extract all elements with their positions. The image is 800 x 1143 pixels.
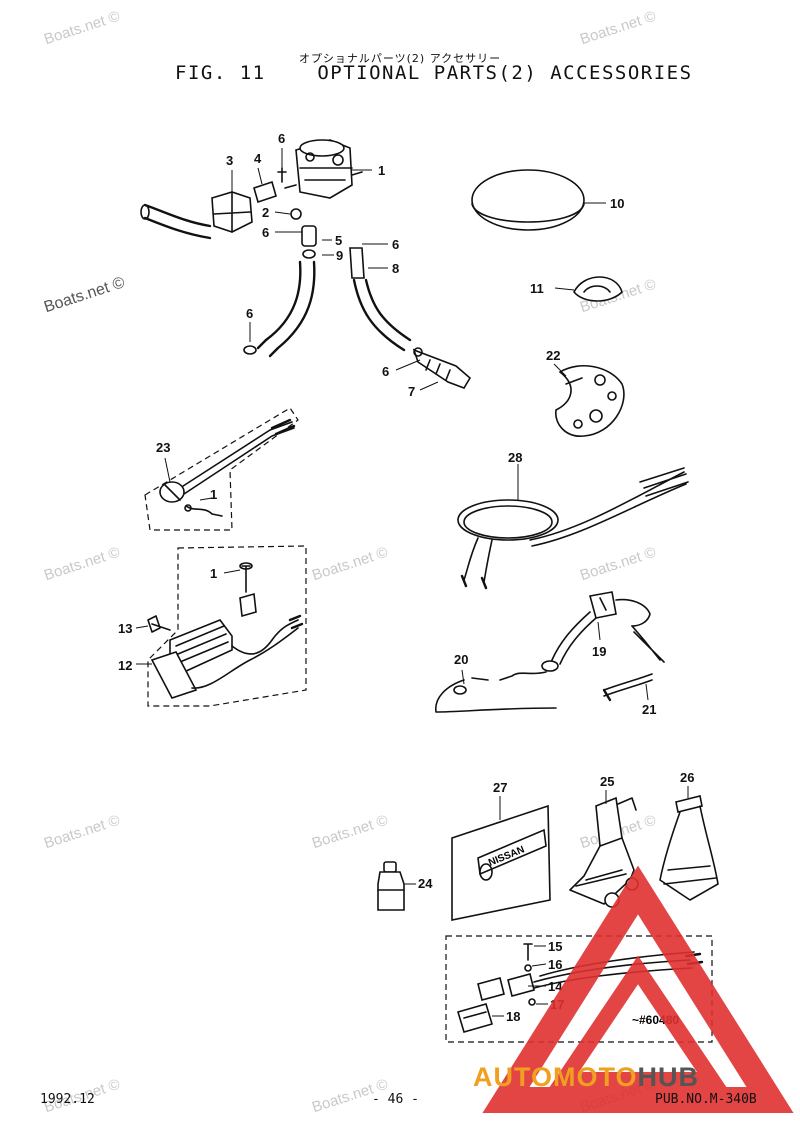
callout-2: 2 [262, 205, 269, 220]
callout-28: 28 [508, 450, 522, 465]
brand-logo-triangle [482, 865, 794, 1113]
callout-11: 11 [530, 281, 544, 296]
brand-logo: AUTOMOTOHUB [473, 1062, 699, 1093]
stand-26 [659, 786, 719, 901]
manual-27: NISSAN [451, 796, 551, 921]
part-22 [553, 363, 625, 437]
callout-1: 1 [210, 566, 217, 581]
callout-1: 1 [378, 163, 385, 178]
callout-12: 12 [118, 658, 132, 673]
callout-6: 6 [382, 364, 389, 379]
callout-26: 26 [680, 770, 694, 785]
callout-4: 4 [254, 151, 262, 166]
callout-9: 9 [336, 248, 343, 263]
callout-7: 7 [408, 384, 415, 399]
cap-11 [554, 276, 623, 302]
callout-1: 1 [210, 487, 217, 502]
callout-14: 14 [548, 979, 563, 994]
callout-10: 10 [610, 196, 624, 211]
harness-19-20-21 [435, 591, 665, 713]
fuel-pump-assembly [140, 139, 472, 391]
callout-22: 22 [546, 348, 560, 363]
cover-10 [471, 169, 606, 231]
regulator-12 [135, 545, 307, 707]
callout-20: 20 [454, 652, 468, 667]
footer-date: 1992.12 [40, 1092, 95, 1107]
callout-19: 19 [592, 644, 606, 659]
brand-part-1: AUTOMOTO [473, 1062, 638, 1092]
footer-pub-number: PUB.NO.M-340B [655, 1092, 757, 1107]
harness-28 [457, 464, 689, 590]
callout-13: 13 [118, 621, 132, 636]
callout-8: 8 [392, 261, 399, 276]
callout-24: 24 [418, 876, 433, 891]
callout-6: 6 [392, 237, 399, 252]
brand-part-2: HUB [637, 1062, 700, 1092]
callout-5: 5 [335, 233, 342, 248]
japanese-title: オプショナルパーツ(2) アクセサリー [298, 52, 502, 65]
callout-21: 21 [642, 702, 656, 717]
callout-6: 6 [278, 131, 285, 146]
callout-6: 6 [262, 225, 269, 240]
callout-25: 25 [600, 774, 614, 789]
footer-page: - 46 - [372, 1092, 419, 1107]
callout-6: 6 [246, 306, 253, 321]
switch-23 [144, 407, 299, 531]
callout-18: 18 [506, 1009, 520, 1024]
callout-16: 16 [548, 957, 562, 972]
figure-title: FIG. 11 OPTIONAL PARTS(2) ACCESSORIES [175, 62, 693, 84]
callout-15: 15 [548, 939, 562, 954]
callout-23: 23 [156, 440, 170, 455]
bottle-24 [377, 861, 416, 911]
callout-27: 27 [493, 780, 507, 795]
callout-3: 3 [226, 153, 233, 168]
